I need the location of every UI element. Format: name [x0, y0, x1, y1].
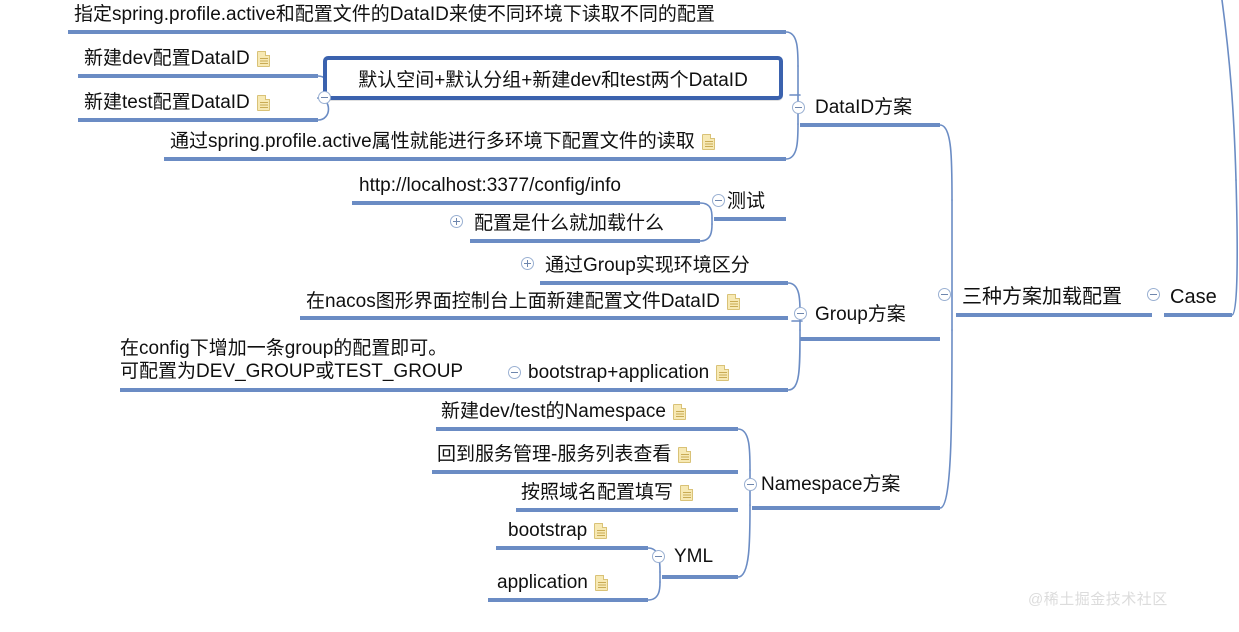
node-label: Namespace方案 [761, 474, 901, 495]
node-service-management-list[interactable]: 回到服务管理-服务列表查看 [437, 444, 692, 465]
node-yml-branch[interactable]: YML [674, 546, 713, 567]
toggle-three-schemes-icon[interactable] [938, 288, 951, 301]
node-bootstrap-plus-application[interactable]: bootstrap+application [528, 362, 730, 383]
node-label: 在nacos图形界面控制台上面新建配置文件DataID [306, 291, 720, 312]
node-label: 配置是什么就加载什么 [474, 213, 665, 234]
node-label: http://localhost:3377/config/info [359, 175, 621, 196]
node-label: 按照域名配置填写 [521, 482, 674, 503]
toggle-group-env-icon[interactable] [521, 257, 534, 270]
node-fill-by-domain-config[interactable]: 按照域名配置填写 [521, 482, 694, 503]
node-group-branch[interactable]: Group方案 [815, 304, 906, 325]
node-namespace-branch[interactable]: Namespace方案 [761, 474, 900, 495]
node-group-config-note[interactable]: 在config下增加一条group的配置即可。 可配置为DEV_GROUP或TE… [120, 337, 463, 383]
note-icon [594, 574, 608, 591]
node-test-branch[interactable]: 测试 [727, 191, 765, 212]
note-icon [726, 293, 740, 310]
node-dataid-branch[interactable]: DataID方案 [815, 97, 912, 118]
node-label: 新建dev/test的Namespace [441, 401, 666, 422]
watermark: @稀土掘金技术社区 [1028, 591, 1168, 608]
highlight-label: 默认空间+默认分组+新建dev和test两个DataID [358, 69, 748, 91]
node-label: 通过spring.profile.active属性就能进行多环境下配置文件的读取 [170, 131, 695, 152]
node-spring-profile-active-dataid[interactable]: 指定spring.profile.active和配置文件的DataID来使不同环… [74, 4, 715, 25]
node-label: Group方案 [815, 304, 906, 325]
node-spring-profile-active-read[interactable]: 通过spring.profile.active属性就能进行多环境下配置文件的读取 [170, 131, 715, 152]
node-label: 在config下增加一条group的配置即可。 可配置为DEV_GROUP或TE… [120, 338, 464, 383]
highlight-callout-box[interactable]: 默认空间+默认分组+新建dev和test两个DataID [323, 56, 783, 100]
note-icon [716, 364, 730, 381]
node-label: 新建test配置DataID [84, 92, 250, 113]
toggle-yml-branch-icon[interactable] [652, 550, 665, 563]
toggle-bootstrap-application-icon[interactable] [508, 366, 521, 379]
node-label: 三种方案加载配置 [962, 286, 1122, 308]
toggle-group-branch-icon[interactable] [794, 307, 807, 320]
node-three-schemes-load-config[interactable]: 三种方案加载配置 [962, 286, 1122, 308]
toggle-test-branch-icon[interactable] [712, 194, 725, 207]
node-label: bootstrap+application [528, 362, 710, 383]
node-new-dev-test-namespace[interactable]: 新建dev/test的Namespace [441, 401, 686, 422]
node-label: bootstrap [508, 520, 588, 541]
node-case-root[interactable]: Case [1170, 286, 1217, 308]
toggle-config-load-icon[interactable] [450, 215, 463, 228]
node-label: 测试 [727, 191, 766, 212]
note-icon [594, 522, 608, 539]
note-icon [678, 446, 692, 463]
node-label: DataID方案 [815, 97, 913, 118]
toggle-dataid-branch-icon[interactable] [792, 101, 805, 114]
toggle-namespace-branch-icon[interactable] [744, 478, 757, 491]
node-label: YML [674, 546, 714, 567]
note-icon [672, 403, 686, 420]
toggle-case-root-icon[interactable] [1147, 288, 1160, 301]
note-icon [256, 50, 270, 67]
node-label: Case [1170, 286, 1217, 308]
node-config-load-whatever[interactable]: 配置是什么就加载什么 [474, 213, 664, 234]
node-bootstrap[interactable]: bootstrap [508, 520, 608, 541]
node-application[interactable]: application [497, 572, 608, 593]
node-nacos-console-new-dataid[interactable]: 在nacos图形界面控制台上面新建配置文件DataID [306, 291, 740, 312]
node-label: 指定spring.profile.active和配置文件的DataID来使不同环… [74, 4, 715, 25]
node-label: 通过Group实现环境区分 [545, 255, 750, 276]
toggle-dataid-pair-icon[interactable] [318, 91, 331, 104]
node-label: 回到服务管理-服务列表查看 [437, 444, 672, 465]
node-group-env-separation[interactable]: 通过Group实现环境区分 [545, 255, 750, 276]
node-label: application [497, 572, 588, 593]
node-label: 新建dev配置DataID [84, 48, 250, 69]
note-icon [680, 484, 694, 501]
node-new-test-dataid[interactable]: 新建test配置DataID [84, 92, 270, 113]
node-test-url[interactable]: http://localhost:3377/config/info [359, 175, 621, 196]
note-icon [256, 94, 270, 111]
node-new-dev-dataid[interactable]: 新建dev配置DataID [84, 48, 270, 69]
note-icon [701, 133, 715, 150]
